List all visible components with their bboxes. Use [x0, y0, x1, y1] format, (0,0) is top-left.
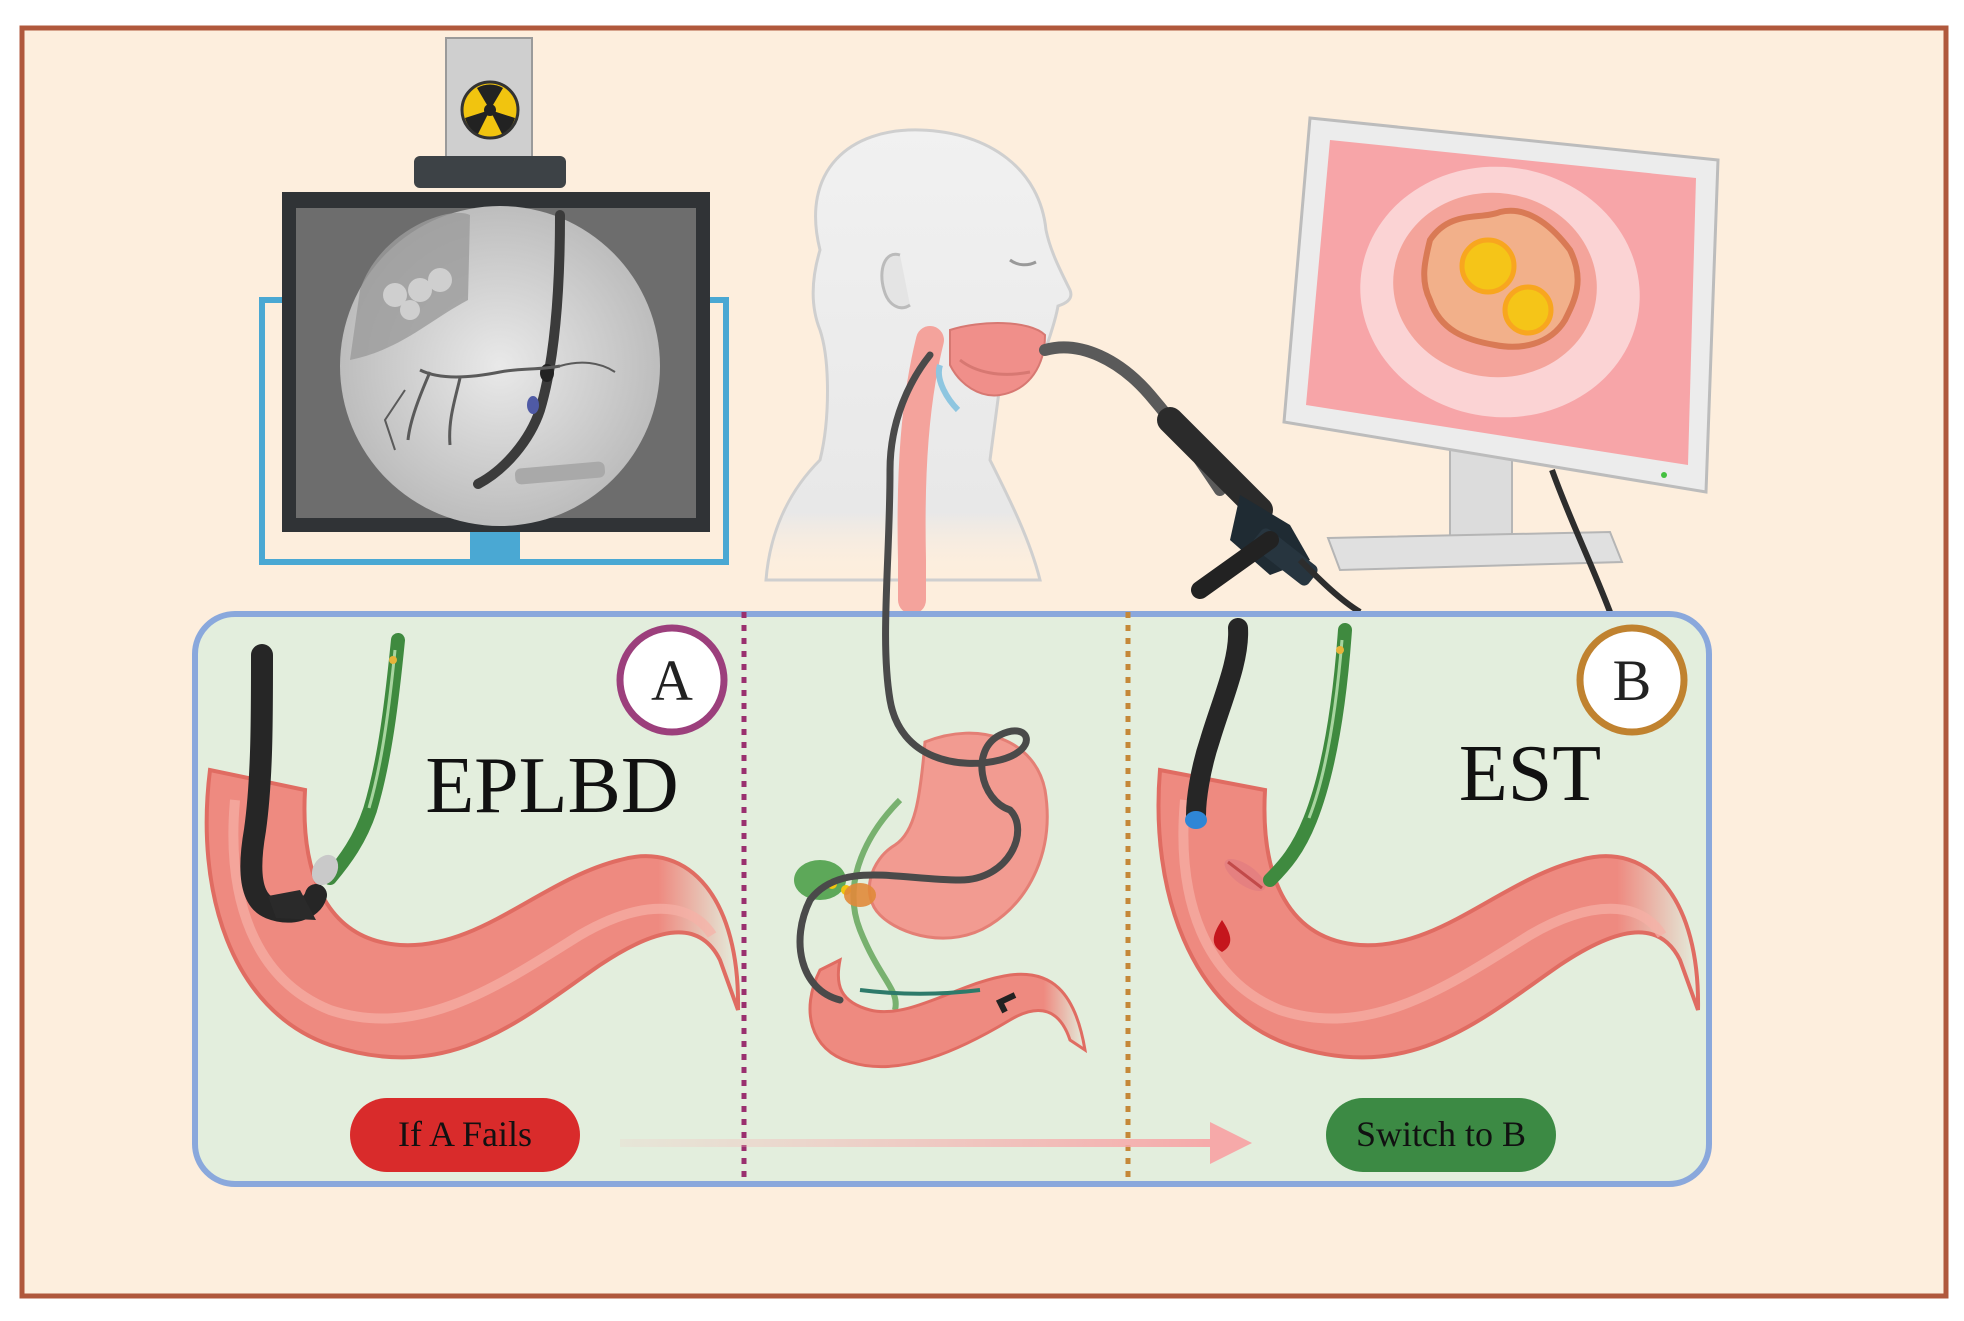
fluoroscopy-monitor-icon — [259, 37, 729, 565]
badge-b: B — [1576, 624, 1688, 736]
duodenum-icon — [204, 767, 741, 1060]
panel-b-title: EST — [1459, 730, 1601, 818]
blood-drop-icon — [1213, 920, 1231, 952]
fail-pill — [350, 1098, 580, 1172]
catheter-b — [1263, 623, 1352, 887]
endoscope-icon — [1039, 341, 1362, 615]
endoscope-path — [796, 351, 1030, 1004]
duodenum-b — [1156, 767, 1701, 1060]
switch-pill — [1326, 1098, 1556, 1172]
radiation-icon — [460, 80, 520, 140]
stomach-icon — [794, 731, 1088, 1069]
catheter-a — [323, 633, 405, 885]
fail-label: If A Fails — [398, 1114, 532, 1154]
flow-arrow — [620, 1122, 1252, 1164]
badge-b-letter: B — [1613, 648, 1652, 713]
badge-a: A — [616, 624, 728, 736]
duodenoscope-b — [1186, 618, 1249, 825]
endoscopy-monitor-icon — [1282, 116, 1720, 614]
switch-label: Switch to B — [1356, 1114, 1526, 1154]
panel-a-title: EPLBD — [425, 742, 678, 830]
badge-a-letter: A — [651, 648, 693, 713]
